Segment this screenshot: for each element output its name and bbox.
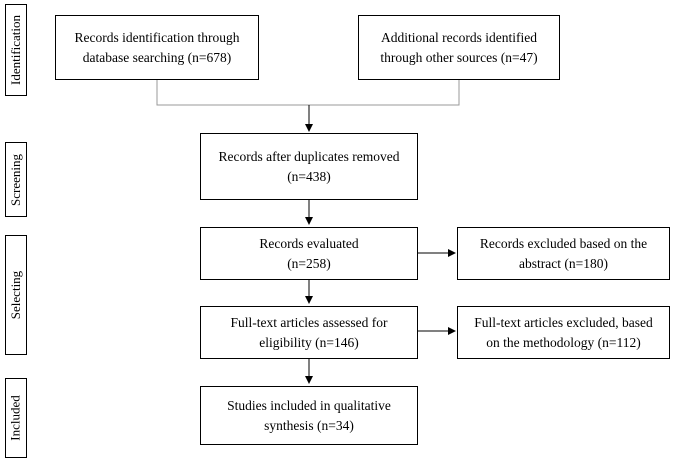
stage-identification: Identification	[5, 4, 27, 96]
fulltext-excluded-line2: on the methodology (n=112)	[486, 334, 641, 350]
fulltext-assessed-line2: eligibility (n=146)	[259, 334, 359, 350]
other-sources-box: Additional records identified through ot…	[358, 15, 560, 80]
fulltext-excluded-box: Full-text articles excluded, based on th…	[457, 306, 670, 359]
excluded-abstract-line1: Records excluded based on the	[479, 235, 648, 251]
duplicates-removed-line2: (n=438)	[287, 168, 331, 184]
excluded-abstract-box: Records excluded based on the abstract (…	[457, 227, 670, 280]
database-search-line2: database searching (n=678)	[82, 49, 232, 65]
stage-included-label: Included	[8, 395, 24, 441]
other-sources-line1: Additional records identified	[381, 29, 537, 45]
records-evaluated-line1: Records evaluated	[259, 235, 359, 251]
merge-line	[156, 80, 460, 106]
database-search-box: Records identification through database …	[55, 15, 259, 80]
included-studies-box: Studies included in qualitative synthesi…	[200, 386, 418, 445]
duplicates-removed-line1: Records after duplicates removed	[218, 148, 400, 164]
included-studies-line1: Studies included in qualitative	[227, 397, 391, 413]
stage-identification-label: Identification	[8, 14, 23, 86]
duplicates-removed-box: Records after duplicates removed (n=438)	[200, 133, 418, 200]
other-sources-line2: through other sources (n=47)	[380, 49, 538, 65]
records-evaluated-box: Records evaluated (n=258)	[200, 227, 418, 280]
fulltext-assessed-line1: Full-text articles assessed for	[230, 314, 388, 330]
stage-selecting: Selecting	[5, 235, 27, 355]
records-evaluated-line2: (n=258)	[287, 255, 331, 271]
stage-screening-label: Screening	[8, 153, 24, 206]
stage-included: Included	[5, 378, 27, 458]
included-studies-line2: synthesis (n=34)	[264, 417, 354, 433]
stage-selecting-label: Selecting	[8, 270, 24, 320]
fulltext-assessed-box: Full-text articles assessed for eligibil…	[200, 306, 418, 359]
fulltext-excluded-line1: Full-text articles excluded, based	[474, 314, 653, 330]
database-search-line1: Records identification through	[74, 29, 240, 45]
stage-screening: Screening	[5, 142, 27, 217]
excluded-abstract-line2: abstract (n=180)	[519, 255, 608, 271]
